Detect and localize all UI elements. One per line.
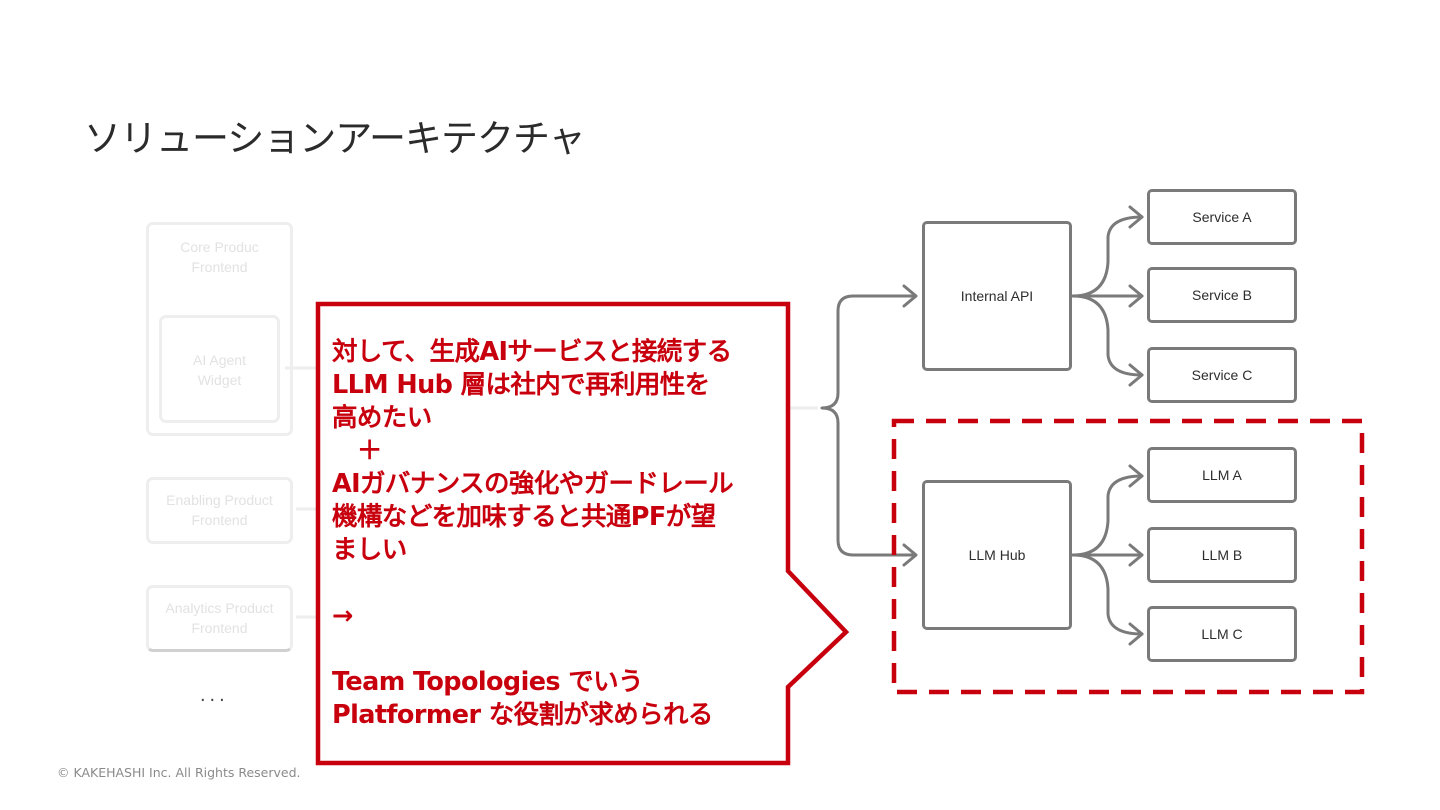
llm-a-node: LLM A bbox=[1147, 447, 1297, 503]
callout-line: ましい bbox=[332, 535, 407, 565]
enabling-product-label-line1: Enabling Product bbox=[166, 492, 273, 508]
connector-service-c bbox=[1071, 294, 1144, 377]
callout-line: 高めたい bbox=[332, 403, 432, 433]
connector-llm-a bbox=[1071, 474, 1144, 557]
enabling-product-frontend-box: Enabling Product Frontend bbox=[146, 477, 293, 544]
ai-agent-label-line2: Widget bbox=[197, 372, 242, 388]
analytics-product-frontend-box: Analytics Product Frontend bbox=[146, 585, 293, 652]
ai-agent-widget-box: AI Agent Widget bbox=[159, 315, 280, 423]
arrow-to-llm-hub bbox=[902, 543, 918, 567]
service-a-node: Service A bbox=[1147, 189, 1297, 245]
llm-a-label: LLM A bbox=[1202, 467, 1242, 483]
llm-hub-node: LLM Hub bbox=[922, 480, 1072, 630]
callout-line bbox=[332, 567, 782, 600]
connector-llm-c bbox=[1071, 553, 1144, 636]
ai-agent-label-line1: AI Agent bbox=[193, 352, 246, 368]
core-product-label-line2: Frontend bbox=[191, 259, 248, 275]
arrow-to-internal-api bbox=[902, 284, 918, 308]
callout-line: Team Topologies でいう bbox=[332, 667, 644, 697]
llm-b-node: LLM B bbox=[1147, 527, 1297, 583]
copyright-footer: © KAKEHASHI Inc. All Rights Reserved. bbox=[57, 765, 301, 780]
main-brace-connector bbox=[820, 294, 917, 557]
slide-title: ソリューションアーキテクチャ bbox=[84, 117, 586, 160]
arrow-service-c bbox=[1128, 363, 1144, 387]
arrow-llm-c bbox=[1128, 622, 1144, 646]
arrow-llm-b bbox=[1128, 543, 1144, 567]
callout-line bbox=[332, 633, 782, 666]
callout-bubble bbox=[315, 301, 850, 766]
llm-hub-label: LLM Hub bbox=[968, 547, 1026, 563]
callout-line: Platformer な役割が求められる bbox=[332, 700, 713, 730]
callout-line: LLM Hub 層は社内で再利用性を bbox=[332, 370, 710, 400]
service-b-label: Service B bbox=[1192, 287, 1252, 303]
more-ellipsis: ... bbox=[200, 684, 229, 706]
internal-api-label: Internal API bbox=[960, 288, 1034, 304]
llm-hub-highlight-frame bbox=[891, 418, 1365, 695]
service-c-label: Service C bbox=[1191, 367, 1253, 383]
llm-c-node: LLM C bbox=[1147, 606, 1297, 662]
enabling-product-label-line2: Frontend bbox=[191, 512, 248, 528]
arrow-service-a bbox=[1128, 205, 1144, 229]
callout-line: 対して、生成AIサービスと接続する bbox=[332, 337, 732, 367]
analytics-product-label-line2: Frontend bbox=[191, 620, 248, 636]
internal-api-node: Internal API bbox=[922, 221, 1072, 371]
core-product-label-line1: Core Produc bbox=[180, 239, 259, 255]
arrow-llm-a bbox=[1128, 464, 1144, 488]
connector-service-a bbox=[1071, 215, 1144, 298]
arrow-service-b bbox=[1128, 284, 1144, 308]
callout-text: 対して、生成AIサービスと接続する LLM Hub 層は社内で再利用性を 高めた… bbox=[332, 336, 782, 732]
service-a-label: Service A bbox=[1192, 209, 1252, 225]
llm-c-label: LLM C bbox=[1201, 626, 1243, 642]
llm-b-label: LLM B bbox=[1201, 547, 1243, 563]
callout-line: → bbox=[332, 601, 353, 631]
service-b-node: Service B bbox=[1147, 267, 1297, 323]
callout-line: 機構などを加味すると共通PFが望 bbox=[332, 502, 716, 532]
service-c-node: Service C bbox=[1147, 347, 1297, 403]
callout-line: ＋ bbox=[332, 436, 383, 466]
analytics-product-label-line1: Analytics Product bbox=[165, 600, 274, 616]
callout-line: AIガバナンスの強化やガードレール bbox=[332, 469, 734, 499]
